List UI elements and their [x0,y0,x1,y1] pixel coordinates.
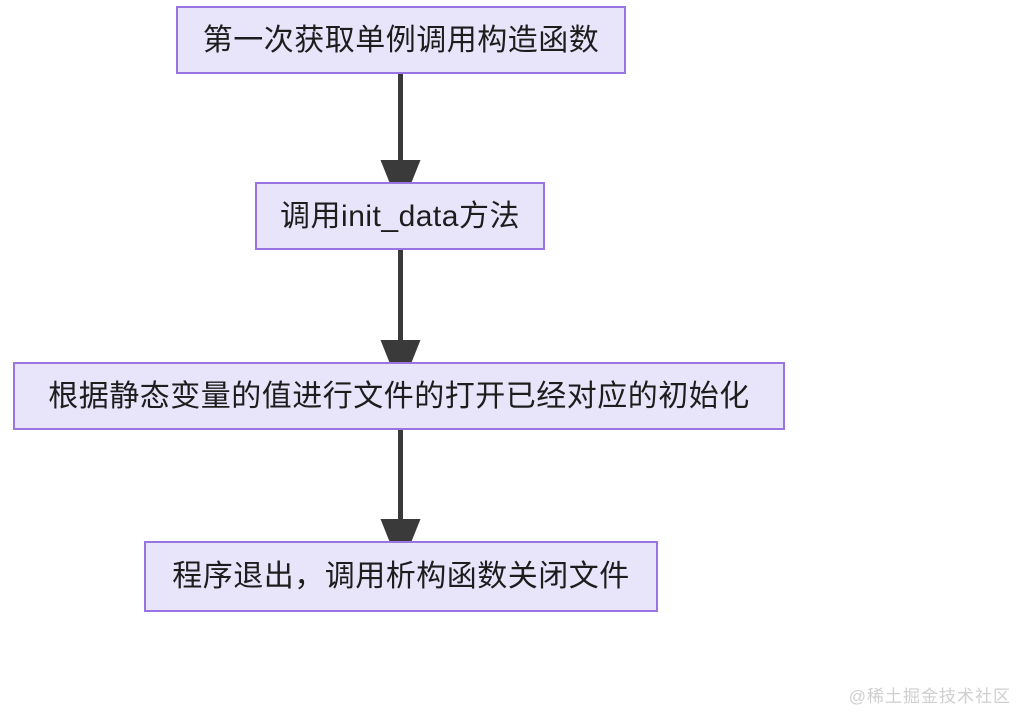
flowchart-node-open-file-init[interactable]: 根据静态变量的值进行文件的打开已经对应的初始化 [13,362,785,430]
watermark-text: @稀土掘金技术社区 [848,687,1011,706]
flowchart-node-call-init-data[interactable]: 调用init_data方法 [255,182,545,250]
flowchart-node-first-get-instance[interactable]: 第一次获取单例调用构造函数 [176,6,626,74]
flowchart-node-program-exit-destructor[interactable]: 程序退出，调用析构函数关闭文件 [144,541,658,612]
